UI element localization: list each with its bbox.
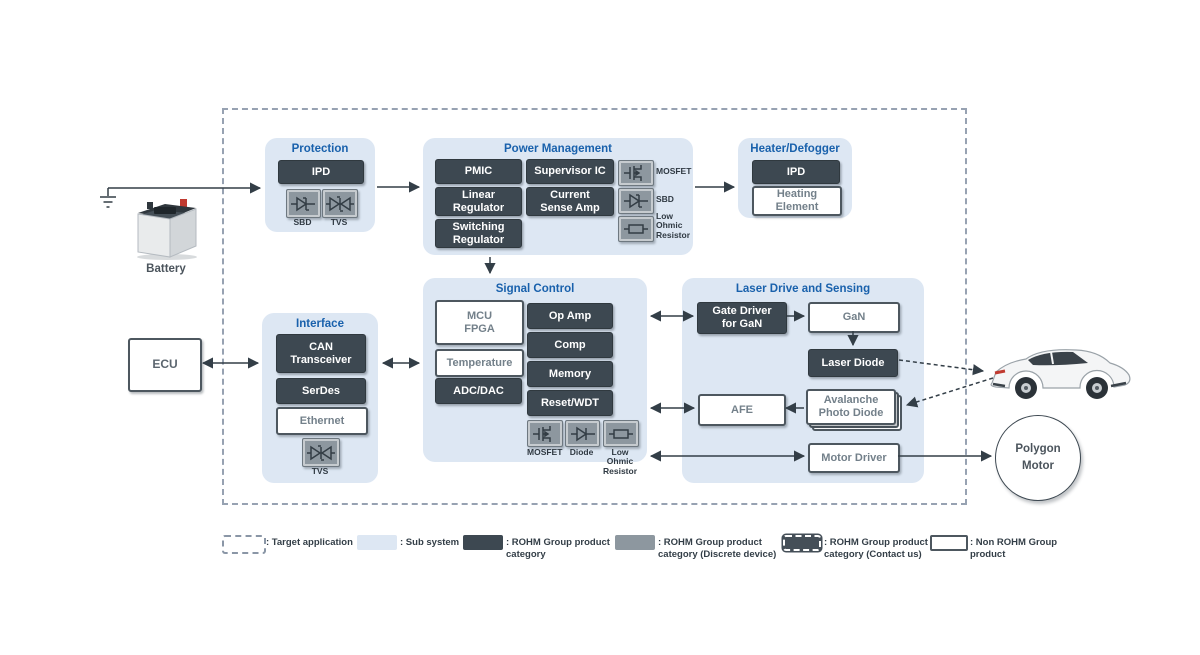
ecu-box: ECU xyxy=(128,338,202,392)
signal-control-title: Signal Control xyxy=(495,283,575,295)
sc-diode-chip xyxy=(565,420,600,447)
reset-wdt-box: Reset/WDT xyxy=(527,390,613,416)
interface-tvs-label: TVS xyxy=(311,466,329,476)
sbd-diode-icon xyxy=(623,193,648,209)
interface-title: Interface xyxy=(296,318,344,330)
tvs-chip xyxy=(322,189,358,218)
diode-icon xyxy=(570,426,595,441)
tvs-chip-label: TVS xyxy=(330,217,348,227)
sc-diode-label: Diode xyxy=(569,447,594,457)
sbd-diode-icon xyxy=(291,196,315,211)
pm-low-ohmic-label: Low Ohmic Resistor xyxy=(656,211,691,240)
pm-low-ohmic-chip xyxy=(618,216,654,242)
avalanche-photo-diode-box: Avalanche Photo Diode xyxy=(806,389,896,425)
battery-label: Battery xyxy=(146,263,186,275)
mosfet-icon xyxy=(533,425,551,442)
pm-sbd-chip xyxy=(618,188,654,214)
legend-contact-label: : ROHM Group product category (Contact u… xyxy=(824,537,928,560)
legend-discrete-label: : ROHM Group product category (Discrete … xyxy=(658,537,777,560)
memory-box: Memory xyxy=(527,361,613,387)
pm-mosfet-chip xyxy=(618,160,654,186)
sc-mosfet-label: MOSFET xyxy=(527,447,563,457)
legend-subsystem-label: : Sub system xyxy=(400,537,460,548)
legend-subsystem-swatch xyxy=(357,535,397,550)
tvs-diode-icon xyxy=(307,444,335,461)
sbd-chip xyxy=(286,189,321,218)
power-management-title: Power Management xyxy=(504,143,612,155)
serdes-box: SerDes xyxy=(276,378,366,404)
pmic-box: PMIC xyxy=(435,159,522,184)
supervisor-ic-box: Supervisor IC xyxy=(526,159,614,184)
sc-mosfet-chip xyxy=(527,420,563,447)
protection-title: Protection xyxy=(291,143,349,155)
pm-sbd-label: SBD xyxy=(656,194,674,204)
legend-rohm-swatch xyxy=(463,535,503,550)
heater-defogger-title: Heater/Defogger xyxy=(750,143,840,155)
comp-box: Comp xyxy=(527,332,613,358)
protection-block: Protection xyxy=(265,138,375,232)
sbd-chip-label: SBD xyxy=(293,217,312,227)
interface-tvs-chip xyxy=(302,438,340,467)
battery-image xyxy=(137,199,197,260)
laser-drive-sensing-title: Laser Drive and Sensing xyxy=(735,283,871,295)
legend-nonrohm-swatch xyxy=(930,535,968,551)
gan-box: GaN xyxy=(808,302,900,333)
ground-symbol xyxy=(100,188,116,208)
switching-regulator-box: Switching Regulator xyxy=(435,219,522,248)
mcu-fpga-box: MCU FPGA xyxy=(435,300,524,345)
sc-low-ohmic-chip xyxy=(603,420,639,447)
can-transceiver-box: CAN Transceiver xyxy=(276,334,366,373)
sc-low-ohmic-label: Low Ohmic Resistor xyxy=(602,447,637,476)
target-application-boundary xyxy=(222,108,967,505)
legend-contact-swatch xyxy=(783,535,821,551)
ethernet-box: Ethernet xyxy=(276,407,368,435)
current-sense-amp-box: Current Sense Amp xyxy=(526,187,614,216)
laser-diode-box: Laser Diode xyxy=(808,349,898,377)
resistor-icon xyxy=(609,428,633,439)
adc-dac-box: ADC/DAC xyxy=(435,378,522,404)
legend-rohm-label: : ROHM Group product category xyxy=(506,537,610,560)
op-amp-box: Op Amp xyxy=(527,303,613,329)
polygon-motor-circle: Polygon Motor xyxy=(995,415,1081,501)
heater-ipd-box: IPD xyxy=(752,160,840,184)
gate-driver-gan-box: Gate Driver for GaN xyxy=(697,302,787,334)
afe-box: AFE xyxy=(698,394,786,426)
car-image xyxy=(990,349,1131,399)
ipd-box: IPD xyxy=(278,160,364,184)
pm-mosfet-label: MOSFET xyxy=(656,166,692,176)
motor-driver-box: Motor Driver xyxy=(808,443,900,473)
tvs-diode-icon xyxy=(326,195,354,212)
resistor-icon xyxy=(624,224,648,234)
legend-nonrohm-label: : Non ROHM Group product xyxy=(970,537,1058,560)
heating-element-box: Heating Element xyxy=(752,186,842,216)
legend-target-swatch xyxy=(222,535,266,554)
legend-discrete-swatch xyxy=(615,535,655,550)
temperature-box: Temperature xyxy=(435,349,524,377)
legend-target-label: : Target application xyxy=(266,537,353,548)
mosfet-icon xyxy=(624,165,642,181)
linear-regulator-box: Linear Regulator xyxy=(435,187,522,216)
